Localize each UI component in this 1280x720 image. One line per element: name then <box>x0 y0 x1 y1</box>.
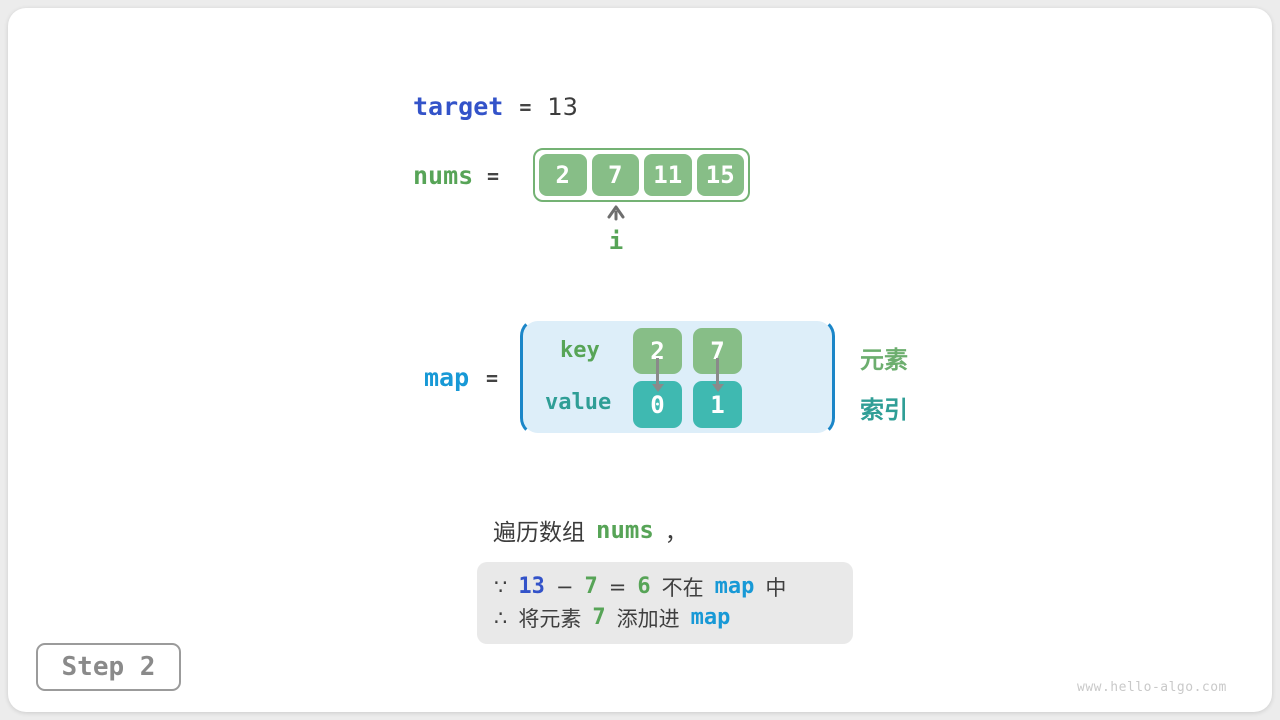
watermark: www.hello-algo.com <box>1077 680 1227 695</box>
index-side-label: 索引 <box>860 396 908 424</box>
nums-keyword: nums <box>413 161 474 190</box>
key-to-value-arrow-icon <box>651 358 664 392</box>
up-arrow-icon <box>604 204 628 228</box>
note-segment: 中 <box>765 575 787 600</box>
note-segment: ∵ <box>494 574 508 599</box>
map-key-cell: 7 <box>693 328 742 374</box>
key-to-value-arrow-icon <box>711 358 724 392</box>
note-segment: = <box>608 574 627 599</box>
note-segment: − <box>555 574 574 599</box>
caption-comma: ， <box>664 520 688 546</box>
map-keyword: map <box>424 363 470 392</box>
equals-sign: = <box>486 366 499 390</box>
map-key-label: key <box>560 338 600 363</box>
caption-code: nums <box>596 516 654 544</box>
note-segment: 7 <box>592 605 606 630</box>
note-segment: 不在 <box>661 575 704 600</box>
nums-cell: 7 <box>591 154 639 196</box>
note-line-because: ∵ 13−7 = 6 不在 map 中 <box>494 571 853 602</box>
note-segment: 7 <box>584 574 598 599</box>
note-segment: 将元素 <box>518 606 582 631</box>
note-segment: map <box>690 605 731 630</box>
note-line-therefore: ∴ 将元素 7 添加进 map <box>494 602 853 633</box>
note-segment: 6 <box>637 574 651 599</box>
note-segment: 13 <box>518 574 545 599</box>
index-pointer-label: i <box>608 227 624 255</box>
step-badge: Step 2 <box>36 643 181 691</box>
nums-cell: 2 <box>539 154 587 196</box>
note-segment: 添加进 <box>616 606 680 631</box>
caption-line: 遍历数组 nums ， <box>493 513 688 547</box>
caption-prefix: 遍历数组 <box>493 520 585 546</box>
nums-cell: 15 <box>696 154 744 196</box>
target-row: target = 13 <box>413 92 578 121</box>
element-side-label: 元素 <box>860 346 908 374</box>
target-value: 13 <box>547 92 578 121</box>
map-container: key value 2 7 0 1 <box>520 318 835 436</box>
note-segment: ∴ <box>494 605 508 630</box>
equals-sign: = <box>487 164 500 188</box>
equals-sign: = <box>519 94 532 119</box>
map-value-label: value <box>545 390 612 415</box>
nums-cell: 11 <box>644 154 692 196</box>
target-keyword: target <box>413 92 504 121</box>
map-value-cell: 1 <box>693 381 742 428</box>
note-segment: map <box>714 574 755 599</box>
nums-array: 2 7 11 15 <box>533 148 750 202</box>
